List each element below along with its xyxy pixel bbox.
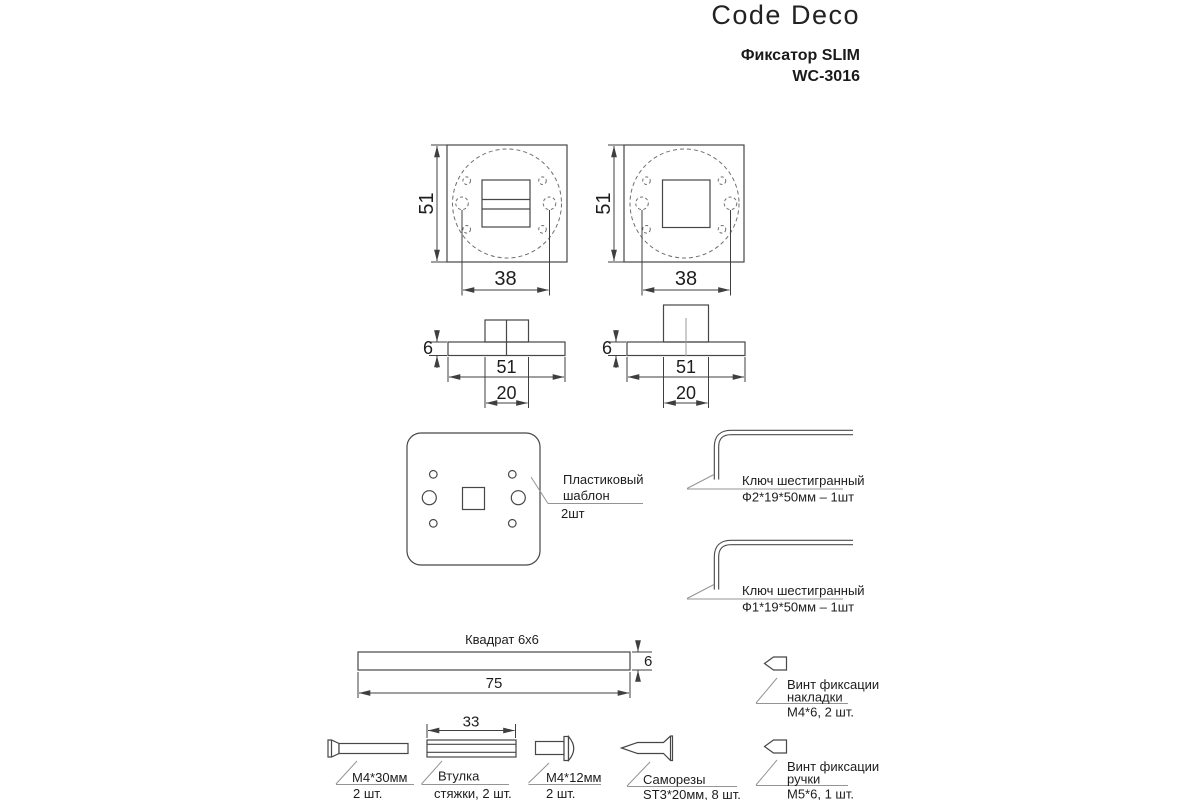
dim-right-holes: 38 bbox=[675, 268, 697, 290]
dim-right-side: 51 bbox=[593, 192, 615, 214]
spindle-title: Квадрат 6x6 bbox=[465, 632, 539, 647]
product-name: Фиксатор SLIM bbox=[740, 47, 860, 64]
set-screw-plate: Винт фиксации накладки М4*6, 2 шт. bbox=[755, 656, 879, 720]
dim-left-holes: 38 bbox=[494, 268, 516, 290]
sleeve-qty: стяжки, 2 шт. bbox=[434, 786, 512, 800]
sleeve-length: 33 bbox=[463, 714, 480, 731]
bolt-m4-30-name: М4*30мм bbox=[352, 770, 408, 785]
brand-logo: Code Deco bbox=[711, 0, 860, 30]
bolt-m4-12-qty: 2 шт. bbox=[546, 786, 575, 800]
hex-key-small-name: Ключ шестигранный bbox=[742, 583, 865, 598]
dim-right-knob: 20 bbox=[676, 383, 696, 403]
set-screw-handle-qty: М5*6, 1 шт. bbox=[787, 787, 854, 800]
brand-block: Code Deco Фиксатор SLIM WC-3016 bbox=[711, 0, 860, 87]
self-tapping-screws: Саморезы ST3*20мм, 8 шт. bbox=[619, 735, 741, 800]
rosette-front-right: 51 38 bbox=[593, 144, 745, 296]
hex-key-large-spec: Ф2*19*50мм – 1шт bbox=[742, 490, 854, 505]
dim-left-width: 51 bbox=[496, 357, 516, 377]
model-number: WC-3016 bbox=[792, 68, 860, 85]
hex-key-large: Ключ шестигранный Ф2*19*50мм – 1шт bbox=[686, 429, 865, 505]
template-label-line1: Пластиковый bbox=[563, 472, 643, 487]
set-screw-handle: Винт фиксации ручки М5*6, 1 шт. bbox=[755, 739, 879, 800]
spindle-thickness: 6 bbox=[644, 653, 652, 670]
dim-left-thickness: 6 bbox=[423, 338, 433, 358]
template-qty: 2шт bbox=[561, 506, 585, 521]
dim-left-knob: 20 bbox=[496, 383, 516, 403]
set-screw-handle-line1: Винт фиксации bbox=[787, 759, 879, 774]
square-spindle: Квадрат 6x6 6 75 bbox=[357, 632, 652, 698]
bolt-m4-12-name: М4*12мм bbox=[546, 770, 602, 785]
hex-key-large-name: Ключ шестигранный bbox=[742, 473, 865, 488]
set-screw-plate-line1: Винт фиксации bbox=[787, 677, 879, 692]
self-tapping-qty: ST3*20мм, 8 шт. bbox=[643, 787, 741, 800]
connecting-sleeve: 33 Втулка стяжки, 2 шт. bbox=[421, 714, 517, 800]
side-view-left: 6 51 20 bbox=[423, 319, 566, 408]
bolt-m4-30: М4*30мм 2 шт. bbox=[327, 739, 414, 800]
set-screw-plate-qty: М4*6, 2 шт. bbox=[787, 705, 854, 720]
sleeve-name: Втулка bbox=[438, 769, 480, 784]
dim-right-width: 51 bbox=[676, 357, 696, 377]
bolt-m4-12: М4*12мм 2 шт. bbox=[528, 734, 602, 800]
plastic-template: Пластиковый шаблон 2шт bbox=[406, 432, 643, 566]
spindle-length: 75 bbox=[486, 675, 503, 692]
dim-right-thickness: 6 bbox=[602, 338, 612, 358]
set-screw-plate-line2: накладки bbox=[787, 690, 843, 705]
dim-left-side: 51 bbox=[416, 192, 438, 214]
side-view-right: 6 51 20 bbox=[602, 304, 746, 408]
template-label-line2: шаблон bbox=[563, 488, 610, 503]
hex-key-small: Ключ шестигранный Ф1*19*50мм – 1шт bbox=[686, 539, 865, 615]
bolt-m4-30-qty: 2 шт. bbox=[353, 786, 382, 800]
self-tapping-name: Саморезы bbox=[643, 772, 705, 787]
hex-key-small-spec: Ф1*19*50мм – 1шт bbox=[742, 600, 854, 615]
rosette-front-left: 51 38 bbox=[416, 144, 568, 296]
set-screw-handle-line2: ручки bbox=[787, 772, 820, 787]
